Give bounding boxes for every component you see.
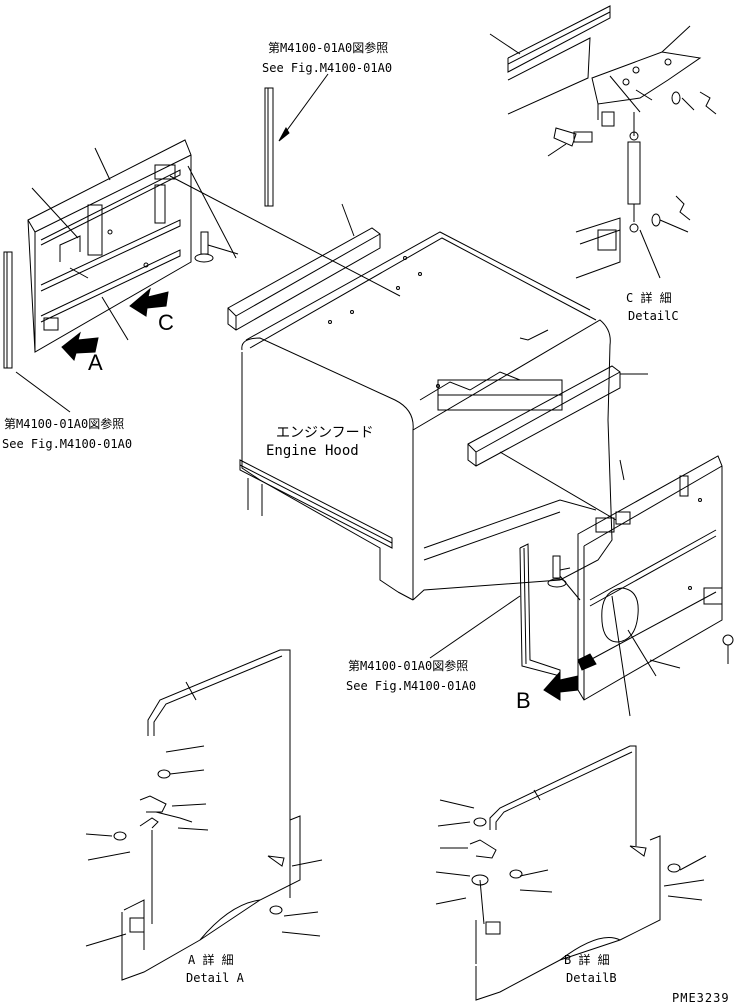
top-rail-right [468, 366, 620, 466]
leader-door-bolt [188, 166, 236, 258]
knob-right [723, 635, 733, 645]
arrow-c [130, 289, 168, 316]
arrow-a [62, 333, 98, 360]
right-reference-jp: 第M4100-01A0図参照 [348, 659, 469, 673]
right-reference-en: See Fig.M4100-01A0 [346, 679, 477, 693]
arrow-c-label: C [158, 310, 174, 335]
detail-b-drawing [436, 746, 706, 1000]
leader-top-ref [285, 74, 328, 133]
engine-hood-label-en: Engine Hood [266, 443, 359, 459]
seal-strip-right [520, 544, 560, 676]
leader-rail-left [342, 204, 354, 236]
left-reference-en: See Fig.M4100-01A0 [2, 437, 133, 451]
arrow-b-label: B [516, 688, 531, 713]
detail-b-title-jp: B 詳 細 [564, 953, 610, 967]
leader-door-1 [95, 148, 110, 180]
detail-a-drawing [86, 650, 322, 980]
detail-c-title-en: DetailC [628, 309, 679, 323]
leader-right-door-2 [628, 630, 656, 676]
leader-top-ref-arrowhead [279, 128, 289, 141]
leader-right-door-1 [612, 596, 630, 716]
leader-door-4 [102, 297, 128, 340]
arrow-b [544, 672, 578, 700]
arrow-a-label: A [88, 350, 103, 375]
seal-strip-left [4, 252, 12, 368]
leader-hood-door-1 [500, 452, 616, 520]
top-reference-jp: 第M4100-01A0図参照 [268, 41, 389, 55]
left-reference-jp: 第M4100-01A0図参照 [4, 417, 125, 431]
leader-right-door-3 [650, 660, 680, 668]
door-bolt [195, 232, 238, 262]
leader-door-hood [170, 176, 400, 296]
leader-left-ref [16, 372, 70, 412]
detail-a-title-en: Detail A [186, 971, 244, 985]
top-reference-en: See Fig.M4100-01A0 [262, 61, 393, 75]
detail-c-drawing [490, 6, 716, 278]
seal-strip-top [265, 88, 273, 206]
engine-hood-label-jp: エンジンフード [276, 425, 374, 441]
drawing-code: PME3239 [672, 991, 730, 1005]
leader-door-3 [70, 268, 88, 278]
leader-right-ref [430, 596, 520, 658]
engine-hood [240, 232, 630, 600]
detail-a-title-jp: A 詳 細 [188, 953, 234, 967]
right-door-bolt [548, 556, 580, 600]
detail-b-title-en: DetailB [566, 971, 617, 985]
top-rail-left [228, 228, 380, 330]
detail-c-title-jp: C 詳 細 [626, 291, 672, 305]
right-side-door [578, 456, 722, 700]
leader-door-2 [32, 188, 78, 238]
leader-hood-door-2 [620, 460, 624, 480]
